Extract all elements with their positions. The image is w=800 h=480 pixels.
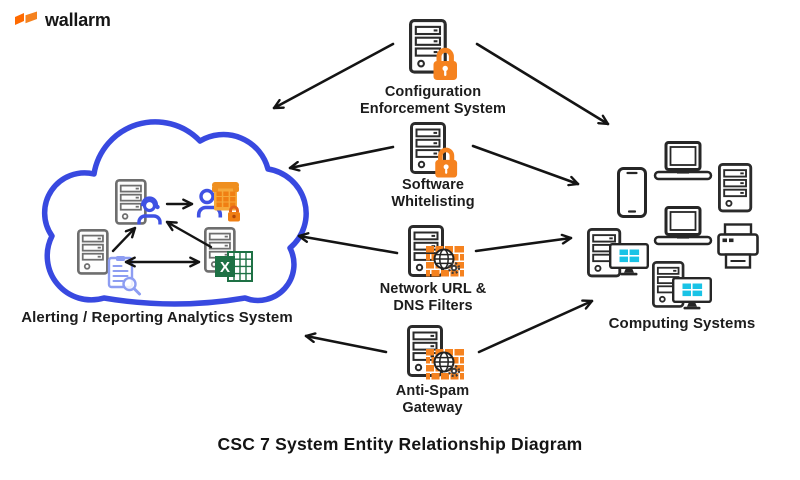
printer-icon: [717, 223, 759, 269]
cloud-shape: [41, 119, 309, 307]
arrow-antispam-to-cloud: [304, 336, 388, 354]
arrow-config-to-computing: [475, 42, 610, 126]
desktop-tower-icon: [717, 163, 753, 213]
excel-spreadsheet-icon: [214, 251, 253, 282]
arrow-antispam-to-computing: [477, 301, 594, 354]
page-title: CSC 7 System Entity Relationship Diagram: [217, 434, 583, 454]
node-label-anti-spam-gateway: Anti-Spam Gateway: [395, 383, 470, 416]
node-label-network-url-dns-filters: Network URL & DNS Filters: [379, 281, 487, 314]
cloud-internal-arrows: [111, 204, 213, 262]
arrow-spreadsheet-to-agent: [165, 220, 213, 249]
padlock-icon: [435, 150, 457, 178]
cloud-label: Alerting / Reporting Analytics System: [21, 309, 293, 326]
smartphone-icon: [617, 167, 647, 218]
arrow-report-to-agent: [111, 226, 137, 253]
wallarm-flag-icon: [15, 11, 37, 25]
wallarm-logo: wallarm: [14, 10, 111, 31]
arrow-dnsfilters-to-cloud: [297, 236, 399, 255]
laptop-icon: [653, 141, 713, 181]
relationship-arrows: [272, 42, 610, 354]
brand-name: wallarm: [45, 10, 111, 30]
report-search-server-icon: [76, 229, 109, 275]
computing-systems-label: Computing Systems: [608, 315, 756, 332]
arrow-dnsfilters-to-computing: [474, 238, 573, 253]
arrow-config-to-cloud: [272, 42, 395, 110]
laptop-icon: [653, 206, 713, 246]
arrow-whitelisting-to-cloud: [288, 145, 395, 168]
node-label-software-whitelisting: Software Whitelisting: [391, 177, 475, 210]
node-label-configuration-enforcement: Configuration Enforcement System: [359, 84, 507, 117]
arrow-whitelisting-to-computing: [471, 144, 580, 184]
